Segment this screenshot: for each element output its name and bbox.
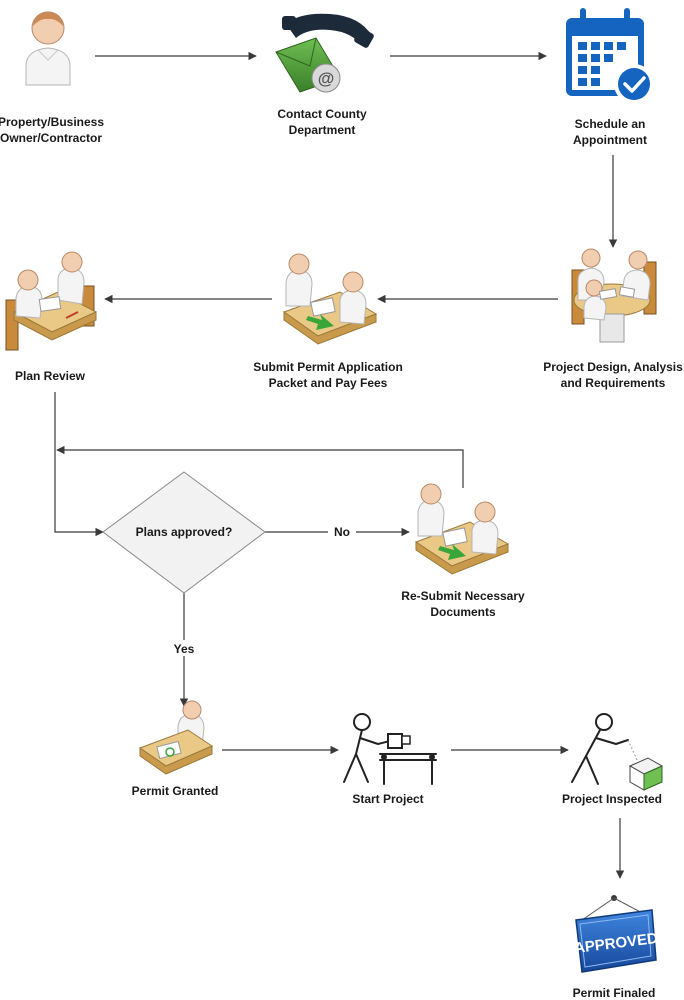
node-submit-label-2: Packet and Pay Fees	[269, 376, 388, 390]
edge-label-yes: Yes	[174, 642, 195, 656]
node-start-label: Start Project	[352, 792, 423, 806]
node-start: Start Project	[343, 713, 437, 806]
phone-email-icon: @	[275, 13, 374, 93]
node-review: Plan Review	[5, 251, 98, 383]
node-submit: Submit Permit Application Packet and Pay…	[253, 253, 403, 390]
node-design: Project Design, Analysis and Requirement…	[543, 248, 683, 390]
node-resubmit: Re-Submit Necessary Documents	[401, 483, 525, 619]
node-finaled: APPROVED Permit Finaled	[573, 895, 659, 1000]
node-finaled-label: Permit Finaled	[573, 986, 656, 1000]
meeting-group-icon	[571, 248, 657, 343]
node-owner-label-1: Property/Business	[0, 115, 104, 129]
node-contact: @ Contact County Department	[275, 13, 374, 137]
document-exchange-icon	[414, 483, 510, 575]
person-icon	[25, 11, 71, 86]
node-owner: Property/Business Owner/Contractor	[0, 11, 104, 145]
svg-text:@: @	[318, 69, 335, 88]
edge-label-no: No	[334, 525, 350, 539]
edge-review-to-decision	[54, 392, 104, 537]
node-granted-label: Permit Granted	[132, 784, 219, 798]
node-decision-label: Plans approved?	[136, 525, 233, 539]
calendar-check-icon	[566, 8, 654, 104]
desk-review-icon	[5, 251, 98, 351]
node-owner-label-2: Owner/Contractor	[0, 131, 102, 145]
node-schedule-label-1: Schedule an	[575, 117, 646, 131]
node-decision: Plans approved?	[102, 471, 266, 594]
node-schedule: Schedule an Appointment	[566, 8, 654, 147]
node-contact-label-2: Department	[289, 123, 356, 137]
node-design-label-2: and Requirements	[561, 376, 666, 390]
node-resubmit-label-2: Documents	[430, 605, 496, 619]
inspector-box-icon	[571, 713, 664, 791]
node-granted: Permit Granted	[132, 700, 219, 798]
document-exchange-icon	[282, 253, 378, 345]
node-design-label-1: Project Design, Analysis	[543, 360, 683, 374]
edge-label-no-bg	[328, 523, 356, 539]
approved-sign-icon: APPROVED	[573, 895, 659, 973]
node-inspected-label: Project Inspected	[562, 792, 662, 806]
edge-label-yes-bg	[168, 640, 200, 656]
node-review-label: Plan Review	[15, 369, 86, 383]
node-schedule-label-2: Appointment	[573, 133, 647, 147]
decision-diamond	[102, 471, 266, 594]
node-submit-label-1: Submit Permit Application	[253, 360, 403, 374]
node-inspected: Project Inspected	[562, 713, 664, 806]
node-resubmit-label-1: Re-Submit Necessary	[401, 589, 525, 603]
worker-conveyor-icon	[343, 713, 437, 785]
desk-person-icon	[138, 700, 214, 775]
edge-resubmit-to-review-loop	[56, 445, 464, 488]
node-contact-label-1: Contact County	[277, 107, 367, 121]
